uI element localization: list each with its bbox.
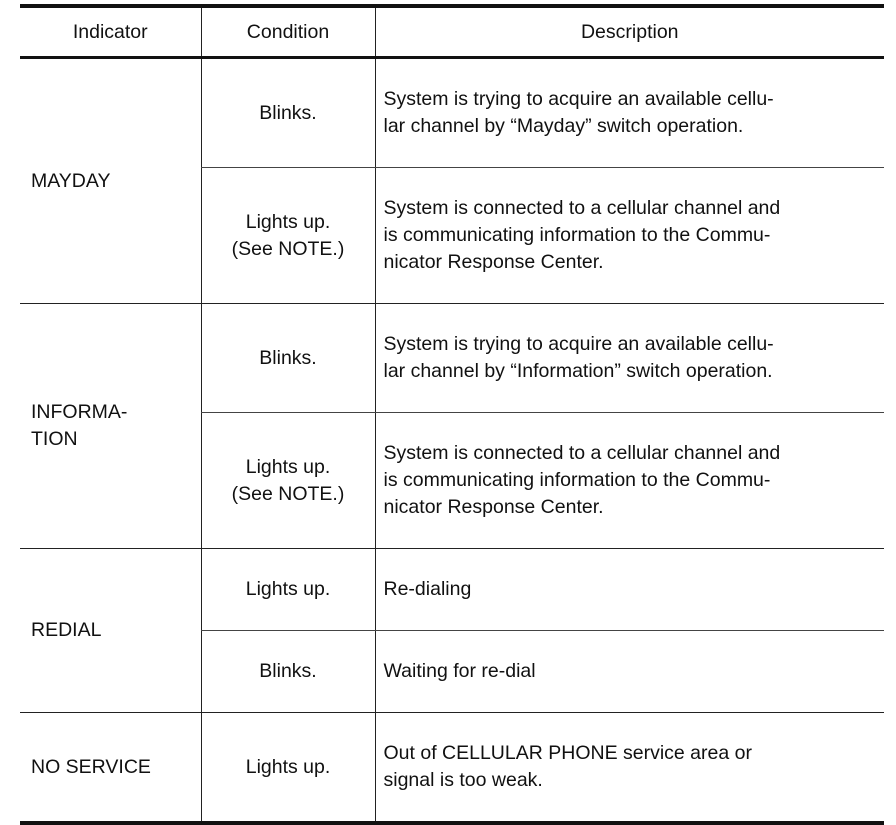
table-row: NO SERVICE Lights up. Out of CELLULAR PH… [20,712,884,825]
description-cell: Waiting for re-dial [374,630,884,713]
description-cell: System is trying to acquire an available… [374,303,884,413]
indicator-redial: REDIAL [20,548,201,713]
condition-cell: Lights up. (See NOTE.) [200,412,375,549]
indicator-no-service: NO SERVICE [20,712,201,825]
table-row: REDIAL Lights up. Re-dialing [20,548,884,713]
table-row: MAYDAY Blinks. System is trying to acqui… [20,57,884,304]
header-description: Description [374,4,884,59]
description-cell: System is trying to acquire an available… [374,57,884,168]
description-cell: Re-dialing [374,548,884,631]
indicator-table-frame: Indicator Condition Description MAYDAY B… [20,4,884,825]
table-row: INFORMA- TION Blinks. System is trying t… [20,303,884,549]
condition-cell: Blinks. [200,303,375,413]
description-cell: Out of CELLULAR PHONE service area or si… [374,712,884,825]
condition-cell: Blinks. [200,630,375,713]
header-indicator: Indicator [20,4,201,59]
indicator-information: INFORMA- TION [20,303,201,549]
description-cell: System is connected to a cellular channe… [374,167,884,304]
condition-cell: Lights up. [200,712,375,825]
table-row: Lights up. (See NOTE.) System is connect… [20,167,884,304]
indicator-mayday: MAYDAY [20,57,201,304]
table-row: Lights up. (See NOTE.) System is connect… [20,412,884,549]
condition-cell: Lights up. (See NOTE.) [200,167,375,304]
condition-cell: Lights up. [200,548,375,631]
header-condition: Condition [200,4,375,59]
indicator-table: Indicator Condition Description MAYDAY B… [20,4,884,825]
table-header-row: Indicator Condition Description [20,4,884,59]
description-cell: System is connected to a cellular channe… [374,412,884,549]
condition-cell: Blinks. [200,57,375,168]
